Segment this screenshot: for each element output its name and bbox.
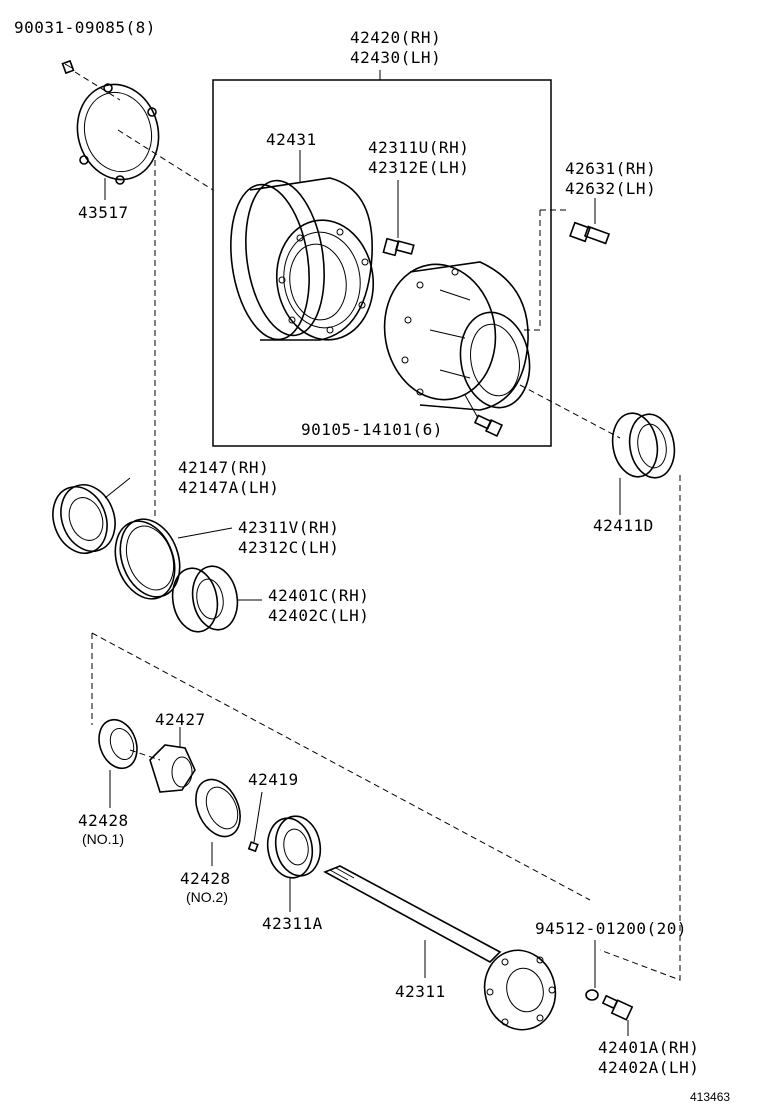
drum-drawing	[230, 150, 375, 341]
label-spacer-lh: 42312C(LH)	[238, 538, 340, 557]
label-bearing-rh: 42401C(RH)	[268, 586, 370, 605]
hub-body-drawing	[383, 261, 531, 419]
label-flange-nut: 94512-01200(20)	[535, 919, 687, 938]
assembly-line-stud	[520, 209, 570, 331]
label-seal-rh: 42147(RH)	[178, 458, 270, 477]
label-spacer-rh: 42311V(RH)	[238, 518, 340, 537]
label-flange-bolt-lh: 42402A(LH)	[598, 1058, 700, 1077]
axle-shaft-drawing	[323, 865, 557, 1031]
assembly-line-right-vertical	[599, 475, 681, 981]
flange-bolt-drawing	[601, 994, 634, 1036]
flange-nut-drawing	[585, 940, 599, 1001]
seal-drawing	[52, 477, 131, 554]
assembly-line-top	[74, 71, 214, 191]
hub-bolt-drawing	[382, 180, 415, 257]
assembly-line-hub-to-bearing	[519, 384, 621, 439]
label-stud-rh: 42631(RH)	[565, 159, 657, 178]
label-flange-bolt-rh: 42401A(RH)	[598, 1038, 700, 1057]
bearing-outer-drawing	[611, 412, 676, 515]
label-seal-lh: 42147A(LH)	[178, 478, 280, 497]
assembly-line-washer	[129, 749, 161, 761]
stud-drawing	[569, 198, 611, 245]
label-bolt-top-left: 90031-09085(8)	[14, 18, 156, 37]
label-hub-screw: 90105-14101(6)	[301, 420, 443, 439]
label-washer-1-note: (NO.1)	[82, 831, 124, 847]
label-hub-bolt-lh: 42312E(LH)	[368, 158, 470, 177]
diagram-id: 413463	[690, 1090, 731, 1104]
small-screw-drawing	[247, 791, 263, 853]
label-stud-lh: 42632(LH)	[565, 179, 657, 198]
label-drum: 42431	[266, 130, 317, 149]
assembly-line-shaft-group	[91, 632, 591, 901]
label-washer-2: 42428	[180, 869, 231, 888]
washer-1-drawing	[98, 718, 138, 808]
label-axle-shaft: 42311	[395, 982, 446, 1001]
label-bearing-lh: 42402C(LH)	[268, 606, 370, 625]
label-small-screw: 42419	[248, 770, 299, 789]
washer-2-drawing	[195, 778, 241, 866]
inner-seal-drawing	[266, 815, 322, 912]
bolt-top-left-drawing	[61, 59, 75, 75]
hub-screw-drawing	[473, 414, 504, 438]
label-hub-assy-rh: 42420(RH)	[350, 28, 442, 47]
label-washer-2-note: (NO.2)	[186, 889, 228, 905]
label-nut: 42427	[155, 710, 206, 729]
label-hub-assy-lh: 42430(LH)	[350, 48, 442, 67]
label-washer-1: 42428	[78, 811, 129, 830]
bearing-inner-drawing	[171, 565, 262, 633]
label-retainer: 43517	[78, 203, 129, 222]
retainer-drawing	[76, 83, 160, 200]
label-bearing-outer: 42411D	[593, 516, 654, 535]
spacer-drawing	[114, 518, 233, 600]
label-hub-bolt-rh: 42311U(RH)	[368, 138, 470, 157]
hub-assembly-frame	[212, 79, 552, 447]
nut-drawing	[149, 727, 196, 793]
label-inner-seal: 42311A	[262, 914, 323, 933]
